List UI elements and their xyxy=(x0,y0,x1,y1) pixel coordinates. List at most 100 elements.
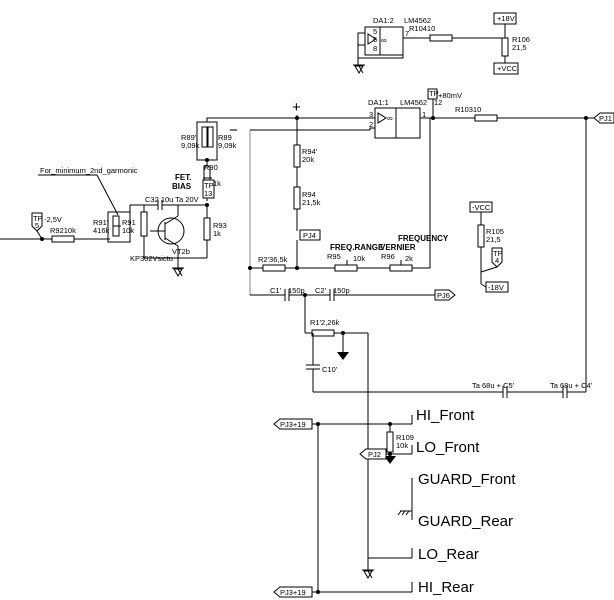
svg-text:21,5: 21,5 xyxy=(486,235,501,244)
svg-text:C1': C1' xyxy=(270,286,282,295)
label-c32: C32 10u Ta 20V xyxy=(145,195,199,204)
label-lm4562-main: LM4562 xyxy=(400,98,427,107)
svg-text:PJ2: PJ2 xyxy=(368,450,381,459)
da1-2-section: ∞ DA1:2 LM4562 5 6 8 7 R10410 +18V R106 … xyxy=(353,12,530,75)
svg-text:9,09k: 9,09k xyxy=(218,141,237,150)
label-plus: + xyxy=(292,99,301,116)
svg-text:R89': R89' xyxy=(181,133,197,142)
svg-text:21,5k: 21,5k xyxy=(302,198,321,207)
svg-text:R89: R89 xyxy=(218,133,232,142)
svg-text:R90: R90 xyxy=(204,163,218,172)
svg-text:R106: R106 xyxy=(512,35,530,44)
svg-text:+VCC: +VCC xyxy=(497,64,518,73)
label-lo-rear: LO_Rear xyxy=(418,546,479,563)
svg-text:PJ4: PJ4 xyxy=(303,231,316,240)
input-stage: TP 5 -2,5V R9210k For_minimum_2nd_garmon… xyxy=(0,166,227,278)
port-pvcc xyxy=(493,62,519,75)
svg-text:R91': R91' xyxy=(93,218,109,227)
label-guard-front: GUARD_Front xyxy=(418,471,516,488)
svg-text:R93: R93 xyxy=(213,221,227,230)
svg-text:R95: R95 xyxy=(327,252,341,261)
c1-c2-section: C1' 150p C2' 150p PJ6 R1'2,26k C10' xyxy=(250,286,593,570)
label-hi-front: HI_Front xyxy=(416,407,475,424)
svg-text:20k: 20k xyxy=(302,155,314,164)
svg-text:For_minimum_2nd_garmonic: For_minimum_2nd_garmonic xyxy=(40,166,138,175)
label-r104: R10410 xyxy=(409,24,435,33)
svg-text:∞: ∞ xyxy=(381,36,387,45)
port-pj1 xyxy=(593,112,614,124)
svg-text:7: 7 xyxy=(405,29,409,38)
svg-text:-18V: -18V xyxy=(488,283,504,292)
svg-text:3: 3 xyxy=(369,110,373,119)
svg-text:5: 5 xyxy=(35,221,39,230)
svg-text:TP: TP xyxy=(204,181,214,190)
svg-text:10k: 10k xyxy=(396,441,408,450)
svg-text:PJ6: PJ6 xyxy=(437,291,450,300)
label-hi-rear: HI_Rear xyxy=(418,579,474,596)
svg-text:-2,5V: -2,5V xyxy=(44,215,62,224)
label-lm4562-top: LM4562 xyxy=(404,16,431,25)
label-minus: − xyxy=(229,122,238,139)
bias-network: R89' 9,09k R89 9,09k R90 1k FET. BIAS TP… xyxy=(172,117,240,201)
svg-text:VERNIER: VERNIER xyxy=(380,243,416,252)
svg-text:6: 6 xyxy=(373,35,377,44)
svg-text:10k: 10k xyxy=(122,226,134,235)
svg-text:1k: 1k xyxy=(213,229,221,238)
label-da1-2: DA1:2 xyxy=(373,16,394,25)
svg-text:Ta 68u + C4': Ta 68u + C4' xyxy=(550,381,593,390)
svg-text:R2'36,5k: R2'36,5k xyxy=(258,255,288,264)
svg-text:PJ3+19: PJ3+19 xyxy=(280,588,306,597)
svg-text:R91: R91 xyxy=(122,218,136,227)
svg-text:416k: 416k xyxy=(93,226,110,235)
svg-text:FREQ.RANGE: FREQ.RANGE xyxy=(330,243,384,252)
output-connectors: PJ3+19 HI_Front R109 10k LO_Front PJ2 GU… xyxy=(273,407,516,598)
r94-chain: R94' 20k R94 21,5k PJ4 xyxy=(293,116,321,241)
svg-text:∞: ∞ xyxy=(387,114,393,123)
svg-text:21,5: 21,5 xyxy=(512,43,527,52)
svg-text:TP: TP xyxy=(33,214,43,223)
svg-text:R96: R96 xyxy=(381,252,395,261)
da1-1-section: + − ∞ DA1:1 LM4562 12 3 2 1 TP +80mV R10… xyxy=(229,88,614,392)
svg-text:PJ3+19: PJ3+19 xyxy=(280,420,306,429)
svg-text:1k: 1k xyxy=(213,179,221,188)
opamp-da1-1 xyxy=(374,107,421,139)
svg-text:C10': C10' xyxy=(322,365,338,374)
svg-text:2k: 2k xyxy=(405,254,413,263)
svg-text:R94: R94 xyxy=(302,190,316,199)
label-guard-rear: GUARD_Rear xyxy=(418,513,513,530)
svg-text:150p: 150p xyxy=(333,286,350,295)
svg-text:1: 1 xyxy=(422,110,426,119)
svg-text:R94': R94' xyxy=(302,147,318,156)
frequency-network: R2'36,5k R95 10k R96 2k FREQ.RANGE VERNI… xyxy=(248,128,449,295)
svg-text:VT2b: VT2b xyxy=(172,247,190,256)
svg-text:R109: R109 xyxy=(396,433,414,442)
label-r103: R10310 xyxy=(455,105,481,114)
port-pj4 xyxy=(299,229,321,241)
label-da1-1: DA1:1 xyxy=(368,98,389,107)
svg-text:TP: TP xyxy=(429,89,439,98)
svg-text:FET.: FET. xyxy=(175,173,191,182)
svg-text:R9210k: R9210k xyxy=(50,226,76,235)
svg-text:150p: 150p xyxy=(288,286,305,295)
svg-text:BIAS: BIAS xyxy=(172,182,192,191)
svg-text:R1'2,26k: R1'2,26k xyxy=(310,318,340,327)
svg-text:+18V: +18V xyxy=(497,14,515,23)
svg-text:9,09k: 9,09k xyxy=(181,141,200,150)
svg-text:5: 5 xyxy=(373,27,377,36)
svg-text:2: 2 xyxy=(369,120,373,129)
svg-text:4: 4 xyxy=(495,256,499,265)
label-lo-front: LO_Front xyxy=(416,439,480,456)
svg-text:TP: TP xyxy=(493,249,503,258)
svg-text:12: 12 xyxy=(434,98,442,107)
svg-text:PJ1: PJ1 xyxy=(599,114,612,123)
svg-text:C2': C2' xyxy=(315,286,327,295)
port-pj6 xyxy=(434,289,456,301)
svg-text:13: 13 xyxy=(204,189,212,198)
svg-text:Ta 68u + C5': Ta 68u + C5' xyxy=(472,381,515,390)
r105-section: -VCC R105 21,5 TP 4 -18V xyxy=(469,201,509,293)
svg-text:8: 8 xyxy=(373,44,377,53)
svg-text:10k: 10k xyxy=(353,254,365,263)
svg-text:R105: R105 xyxy=(486,227,504,236)
svg-text:FREQUENCY: FREQUENCY xyxy=(398,234,449,243)
